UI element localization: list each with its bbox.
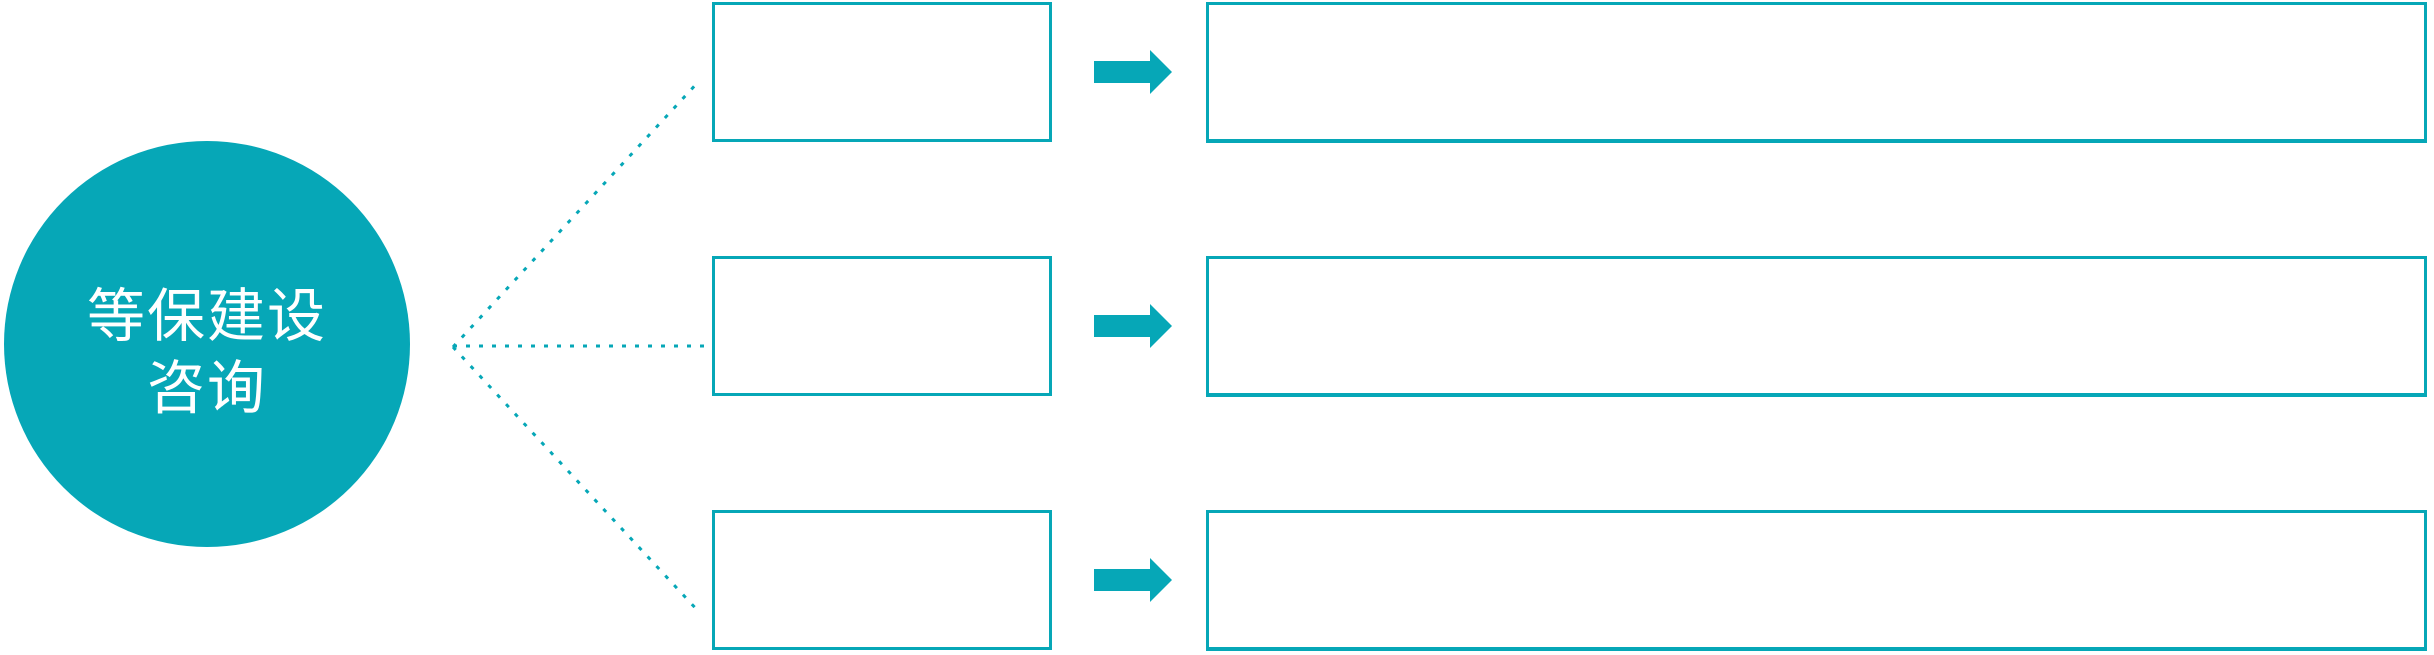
step-box-3	[712, 510, 1052, 650]
detail-box-1	[1206, 2, 2427, 143]
right-arrow-icon	[1094, 50, 1172, 94]
dashed-line-bottom	[451, 345, 702, 615]
detail-box-2	[1206, 256, 2427, 397]
step-box-1	[712, 2, 1052, 142]
dashed-line-top	[451, 78, 702, 349]
right-arrow-icon	[1094, 304, 1172, 348]
root-circle-node: 等保建设 咨询	[4, 141, 410, 547]
root-circle-label: 等保建设 咨询	[87, 281, 327, 425]
step-box-2	[712, 256, 1052, 396]
detail-box-3	[1206, 510, 2427, 651]
root-circle-label-line2: 咨询	[146, 356, 267, 421]
root-circle-label-line1: 等保建设	[86, 284, 327, 349]
right-arrow-icon	[1094, 558, 1172, 602]
